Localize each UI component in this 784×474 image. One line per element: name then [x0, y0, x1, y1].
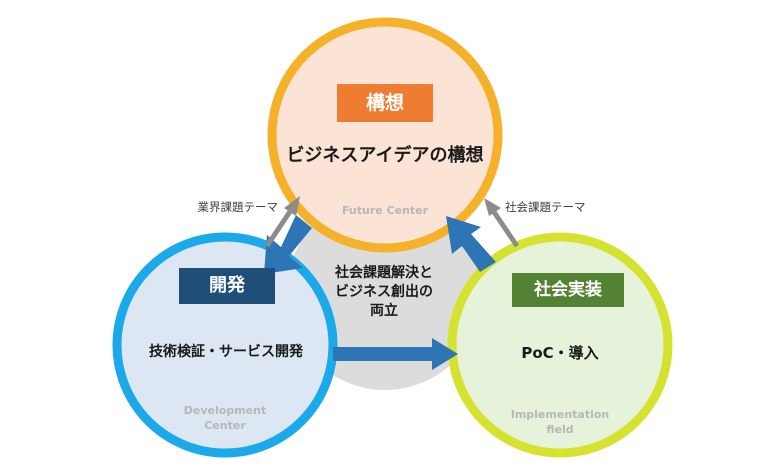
social-issues-label: 社会課題テーマ — [505, 200, 586, 214]
center-text-line1: 社会課題解決と — [335, 265, 433, 281]
center-text-line3: 両立 — [370, 303, 398, 319]
arrow-social-issues — [484, 198, 520, 248]
arrow-development-to-implementation — [333, 338, 458, 370]
implementation-title: PoC・導入 — [521, 344, 599, 362]
concept-sub: Future Center — [341, 204, 429, 217]
implementation-sub-line2: field — [546, 423, 574, 436]
development-title: 技術検証・サービス開発 — [149, 344, 303, 360]
implementation-badge: 社会実装 — [512, 273, 624, 307]
implementation-sub-line1: Implementation — [510, 408, 610, 421]
concept-title: ビジネスアイデアの構想 — [286, 145, 484, 166]
arrow-implementation-to-concept — [446, 216, 496, 272]
development-badge: 開発 — [179, 268, 275, 304]
arrow-industry-issues — [264, 196, 300, 248]
arrow-concept-to-development — [264, 215, 312, 274]
development-sub-line2: Center — [204, 419, 246, 432]
center-text-line2: ビジネス創出の — [335, 284, 433, 300]
concept-badge: 構想 — [337, 84, 433, 122]
development-sub-line1: Development — [183, 404, 267, 417]
industry-issues-label: 業界課題テーマ — [197, 200, 279, 214]
development-circle — [112, 232, 338, 458]
concept-circle — [267, 17, 503, 253]
